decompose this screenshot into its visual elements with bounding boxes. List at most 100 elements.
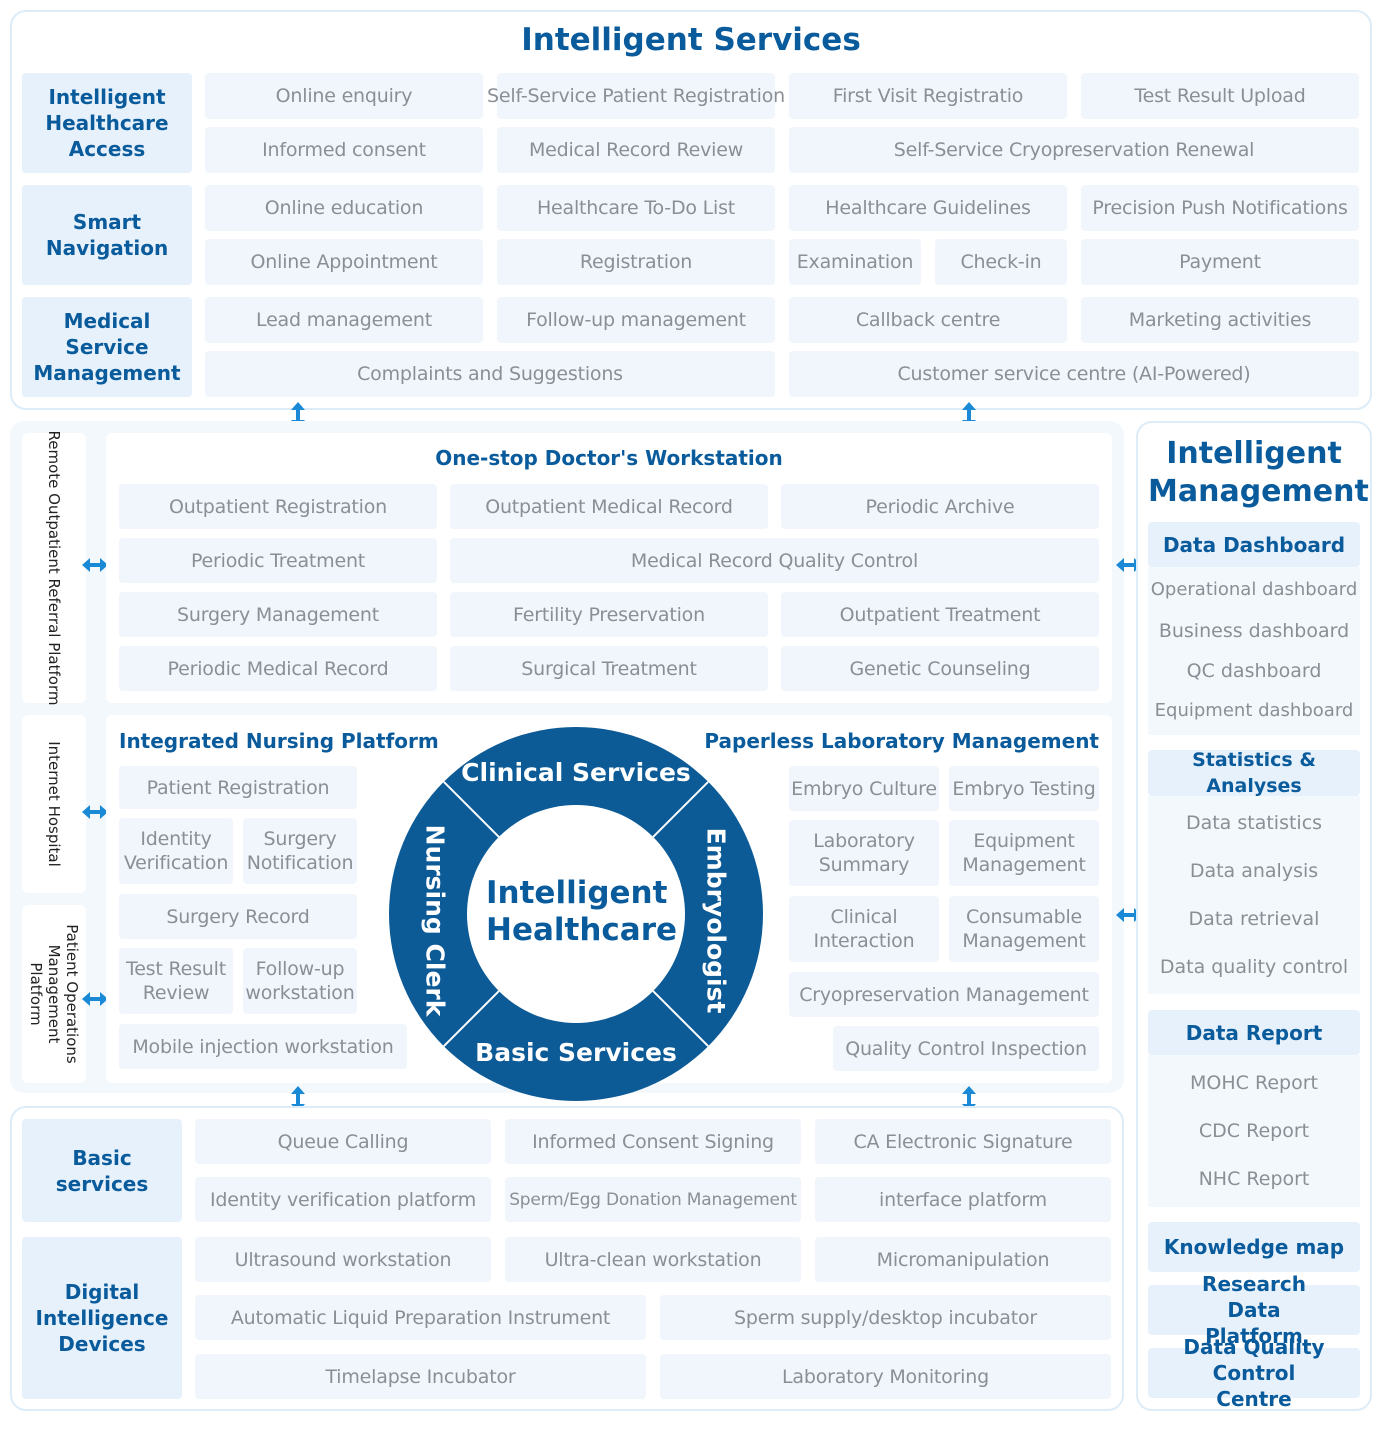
doctor-workstation-title: One-stop Doctor's Workstation [435,446,783,470]
service-follow-up-management[interactable]: Follow-up management [497,297,775,343]
data-quality-control-centre[interactable]: Data Quality Control Centre [1148,1335,1360,1411]
doctor-outpatient-registration[interactable]: Outpatient Registration [119,484,437,529]
statistics-item[interactable]: Data retrieval [1188,908,1320,930]
report-item[interactable]: CDC Report [1198,1120,1310,1142]
device-liquid-preparation[interactable]: Automatic Liquid Preparation Instrument [195,1295,646,1340]
knowledge-map[interactable]: Knowledge map [1148,1222,1360,1272]
lab-quality-control-inspection[interactable]: Quality Control Inspection [833,1026,1099,1071]
service-complaints[interactable]: Complaints and Suggestions [205,351,775,397]
service-marketing-activities[interactable]: Marketing activities [1081,297,1359,343]
service-push-notifications[interactable]: Precision Push Notifications [1081,185,1359,231]
basic-queue-calling[interactable]: Queue Calling [195,1119,491,1164]
doctor-periodic-archive[interactable]: Periodic Archive [781,484,1099,529]
device-ultra-clean[interactable]: Ultra-clean workstation [505,1237,801,1282]
horizontal-arrow-icon [1116,908,1142,922]
doctor-outpatient-record[interactable]: Outpatient Medical Record [450,484,768,529]
statistics-item[interactable]: Data analysis [1189,860,1319,882]
data-dashboard-label: Data Dashboard [1148,522,1360,567]
report-item[interactable]: NHC Report [1198,1168,1310,1190]
doctor-surgical-treatment[interactable]: Surgical Treatment [450,646,768,691]
intelligent-services-title: Intelligent Services [521,22,861,58]
lab-equipment-management[interactable]: Equipment Management [949,820,1099,886]
service-first-visit[interactable]: First Visit Registratio [789,73,1067,119]
doctor-genetic-counseling[interactable]: Genetic Counseling [781,646,1099,691]
dashboard-item[interactable]: Operational dashboard [1150,579,1358,600]
remote-referral-label: Remote Outpatient Referral Platform [45,430,63,706]
service-check-in[interactable]: Check-in [935,239,1067,285]
service-test-result-upload[interactable]: Test Result Upload [1081,73,1359,119]
lab-embryo-culture[interactable]: Embryo Culture [789,766,939,811]
dashboard-item[interactable]: Equipment dashboard [1154,700,1354,721]
service-payment[interactable]: Payment [1081,239,1359,285]
device-ultrasound[interactable]: Ultrasound workstation [195,1237,491,1282]
digital-devices-label: Digital Intelligence Devices [22,1237,182,1399]
service-guidelines[interactable]: Healthcare Guidelines [789,185,1067,231]
basic-identity-platform[interactable]: Identity verification platform [195,1177,491,1222]
service-registration[interactable]: Registration [497,239,775,285]
lab-clinical-interaction[interactable]: Clinical Interaction [789,896,939,962]
statistics-list [1148,796,1360,994]
device-micromanipulation[interactable]: Micromanipulation [815,1237,1111,1282]
healthcare-access-label: Intelligent Healthcare Access [22,73,192,173]
basic-services-label: Basic services [22,1119,182,1222]
basic-consent-signing[interactable]: Informed Consent Signing [505,1119,801,1164]
nursing-mobile-injection[interactable]: Mobile injection workstation [119,1024,407,1069]
service-customer-service[interactable]: Customer service centre (AI-Powered) [789,351,1359,397]
service-informed-consent[interactable]: Informed consent [205,127,483,173]
service-medical-record-review[interactable]: Medical Record Review [497,127,775,173]
circle-bottom-label: Basic Services [475,1038,677,1067]
nursing-follow-up-workstation[interactable]: Follow-up workstation [243,948,357,1014]
doctor-outpatient-treatment[interactable]: Outpatient Treatment [781,592,1099,637]
nursing-surgery-notification[interactable]: Surgery Notification [243,818,357,884]
doctor-periodic-medical-record[interactable]: Periodic Medical Record [119,646,437,691]
horizontal-arrow-icon [82,805,108,819]
doctor-record-quality-control[interactable]: Medical Record Quality Control [450,538,1099,583]
vertical-arrow-icon [291,1086,305,1112]
statistics-item[interactable]: Data statistics [1185,812,1323,834]
service-todo-list[interactable]: Healthcare To-Do List [497,185,775,231]
nursing-surgery-record[interactable]: Surgery Record [119,894,357,939]
service-callback-centre[interactable]: Callback centre [789,297,1067,343]
device-sperm-incubator[interactable]: Sperm supply/desktop incubator [660,1295,1111,1340]
horizontal-arrow-icon [82,992,108,1006]
device-lab-monitoring[interactable]: Laboratory Monitoring [660,1354,1111,1399]
data-report-label: Data Report [1148,1010,1360,1055]
internet-hospital-label: Internet Hospital [45,741,63,867]
doctor-periodic-treatment[interactable]: Periodic Treatment [119,538,437,583]
basic-ca-signature[interactable]: CA Electronic Signature [815,1119,1111,1164]
internet-hospital[interactable]: Internet Hospital [22,715,86,893]
lab-embryo-testing[interactable]: Embryo Testing [949,766,1099,811]
service-online-appointment[interactable]: Online Appointment [205,239,483,285]
service-cryo-renewal[interactable]: Self-Service Cryopreservation Renewal [789,127,1359,173]
circle-right-label: Embryologist [701,827,731,1014]
intelligent-management-title: Intelligent Management [1148,436,1369,509]
service-examination[interactable]: Examination [789,239,921,285]
service-self-registration[interactable]: Self-Service Patient Registration [487,73,785,119]
dashboard-item[interactable]: Business dashboard [1158,620,1350,642]
nursing-test-result-review[interactable]: Test Result Review [119,948,233,1014]
basic-donation-management[interactable]: Sperm/Egg Donation Management [505,1177,801,1222]
intelligent-healthcare-circle [389,727,763,1101]
lab-laboratory-summary[interactable]: Laboratory Summary [789,820,939,886]
service-online-education[interactable]: Online education [205,185,483,231]
lab-cryopreservation[interactable]: Cryopreservation Management [789,972,1099,1017]
doctor-fertility-preservation[interactable]: Fertility Preservation [450,592,768,637]
service-online-enquiry[interactable]: Online enquiry [205,73,483,119]
nursing-identity-verification[interactable]: Identity Verification [119,818,233,884]
remote-referral-platform[interactable]: Remote Outpatient Referral Platform [22,430,86,706]
research-data-platform[interactable]: Research Data Platform [1148,1272,1360,1348]
device-timelapse-incubator[interactable]: Timelapse Incubator [195,1354,646,1399]
nursing-patient-registration[interactable]: Patient Registration [119,766,357,809]
statistics-item[interactable]: Data quality control [1159,956,1349,978]
service-lead-management[interactable]: Lead management [205,297,483,343]
basic-interface-platform[interactable]: interface platform [815,1177,1111,1222]
lab-consumable-management[interactable]: Consumable Management [949,896,1099,962]
report-item[interactable]: MOHC Report [1190,1072,1318,1094]
doctor-surgery-management[interactable]: Surgery Management [119,592,437,637]
dashboard-item[interactable]: QC dashboard [1186,660,1322,682]
horizontal-arrow-icon [1116,558,1142,572]
circle-center-label: Intelligent Healthcare [486,875,678,948]
patient-operations-platform[interactable]: Patient Operations Management Platform [22,905,86,1083]
circle-top-label: Clinical Services [461,758,691,787]
patient-operations-label: Patient Operations Management Platform [27,924,81,1064]
